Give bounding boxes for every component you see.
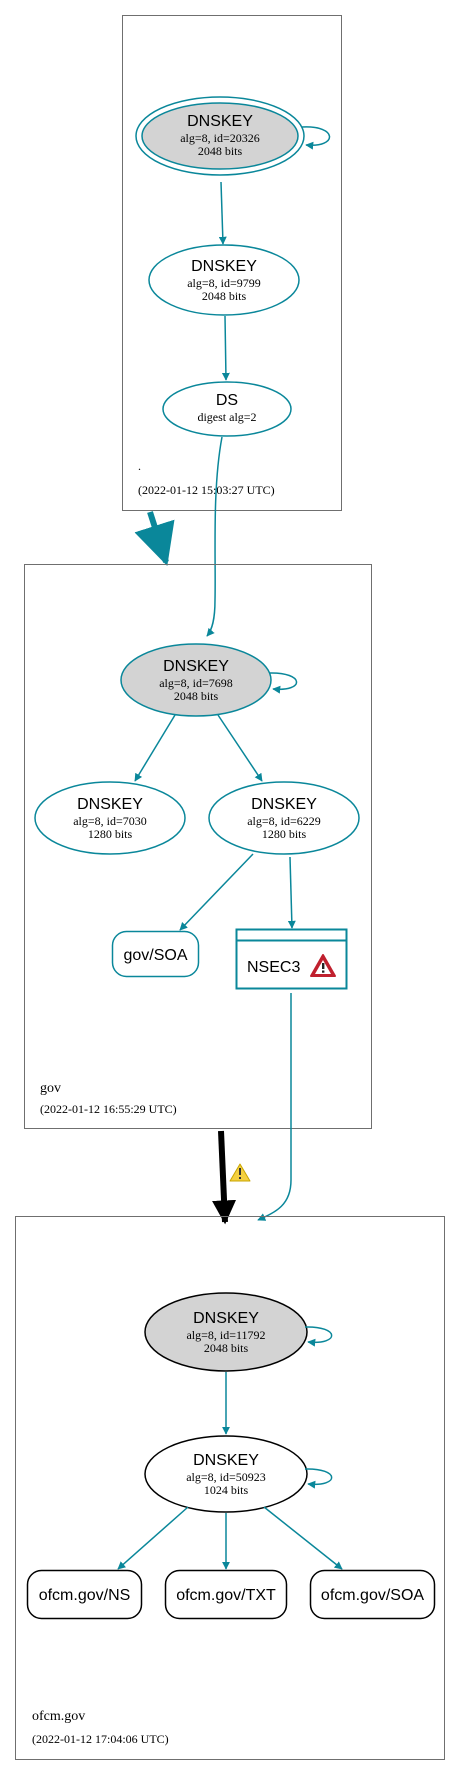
- node-title: NSEC3: [247, 959, 300, 976]
- edge-arrow: [263, 1506, 343, 1570]
- node-detail: 2048 bits: [198, 144, 243, 158]
- node-title: gov/SOA: [123, 947, 187, 964]
- edge-arrow: [134, 714, 176, 782]
- node-detail: 2048 bits: [204, 1341, 249, 1355]
- dnskey-node-6229[interactable]: DNSKEY alg=8, id=6229 1280 bits: [208, 781, 360, 855]
- ds-node[interactable]: DS digest alg=2: [162, 381, 292, 437]
- node-detail: alg=8, id=9799: [187, 276, 261, 290]
- edge-arrow: [218, 181, 227, 245]
- node-detail: 1024 bits: [204, 1483, 249, 1497]
- zone-gov-timestamp: (2022-01-12 16:55:29 UTC): [40, 1102, 177, 1116]
- delegation-arrow: [134, 511, 175, 567]
- self-sign-arrow: [301, 126, 331, 150]
- zone-ofcm-gov-name: ofcm.gov: [32, 1709, 85, 1724]
- node-title: DNSKEY: [187, 113, 253, 130]
- node-detail: 2048 bits: [174, 689, 219, 703]
- node-detail: digest alg=2: [197, 410, 256, 424]
- edge-arrow: [257, 993, 292, 1221]
- nsec3-node[interactable]: NSEC3: [235, 928, 348, 990]
- node-title: DNSKEY: [77, 796, 143, 813]
- warning-triangle-yellow-icon: [229, 1163, 251, 1182]
- node-detail: alg=8, id=7030: [73, 814, 147, 828]
- edge-arrow: [179, 853, 254, 931]
- node-title: DNSKEY: [193, 1452, 259, 1469]
- node-title: DNSKEY: [191, 258, 257, 275]
- zone-ofcm-gov: ofcm.gov (2022-01-12 17:04:06 UTC): [15, 1216, 445, 1760]
- node-detail: 2048 bits: [202, 289, 247, 303]
- node-detail: alg=8, id=50923: [186, 1470, 266, 1484]
- zone-gov: gov (2022-01-12 16:55:29 UTC): [24, 564, 372, 1129]
- zone-root-name: .: [138, 459, 141, 473]
- edge-arrow: [221, 315, 230, 381]
- node-detail: 1280 bits: [262, 827, 307, 841]
- node-title: ofcm.gov/NS: [39, 1587, 131, 1604]
- delegation-arrow: [212, 1130, 237, 1225]
- zone-ofcm-gov-timestamp: (2022-01-12 17:04:06 UTC): [32, 1732, 169, 1746]
- rrset-node-ofcm-txt[interactable]: ofcm.gov/TXT: [164, 1569, 288, 1620]
- rrset-node-ofcm-ns[interactable]: ofcm.gov/NS: [26, 1569, 143, 1620]
- dnskey-node-50923[interactable]: DNSKEY alg=8, id=50923 1024 bits: [144, 1435, 308, 1513]
- edge-arrow: [217, 714, 263, 782]
- rrset-node-ofcm-soa[interactable]: ofcm.gov/SOA: [309, 1569, 436, 1620]
- self-sign-arrow: [268, 672, 298, 694]
- node-detail: alg=8, id=7698: [159, 676, 233, 690]
- node-detail: 1280 bits: [88, 827, 133, 841]
- edge-arrow: [117, 1506, 189, 1570]
- dnskey-node-20326[interactable]: DNSKEY alg=8, id=20326 2048 bits: [135, 96, 305, 176]
- zone-gov-name: gov: [40, 1081, 61, 1096]
- node-title: DNSKEY: [193, 1310, 259, 1327]
- self-sign-arrow: [304, 1326, 333, 1347]
- edge-arrow: [287, 856, 296, 929]
- dnskey-node-11792[interactable]: DNSKEY alg=8, id=11792 2048 bits: [144, 1292, 308, 1372]
- zone-root-timestamp: (2022-01-12 15:03:27 UTC): [138, 483, 275, 497]
- rrset-node-gov-soa[interactable]: gov/SOA: [111, 930, 200, 978]
- node-detail: alg=8, id=6229: [247, 814, 321, 828]
- node-detail: alg=8, id=20326: [180, 131, 260, 145]
- node-title: ofcm.gov/TXT: [176, 1587, 276, 1604]
- node-detail: alg=8, id=11792: [186, 1328, 265, 1342]
- node-title: DNSKEY: [251, 796, 317, 813]
- node-title: DNSKEY: [163, 658, 229, 675]
- dnskey-node-9799[interactable]: DNSKEY alg=8, id=9799 2048 bits: [148, 244, 300, 316]
- edge-arrow: [206, 436, 223, 637]
- zone-root: . (2022-01-12 15:03:27 UTC): [122, 15, 342, 511]
- node-title: ofcm.gov/SOA: [321, 1587, 424, 1604]
- dnskey-node-7698[interactable]: DNSKEY alg=8, id=7698 2048 bits: [120, 643, 272, 717]
- dnskey-node-7030[interactable]: DNSKEY alg=8, id=7030 1280 bits: [34, 781, 186, 855]
- warning-triangle-red-icon: [310, 954, 336, 977]
- self-sign-arrow: [304, 1468, 333, 1489]
- node-title: DS: [216, 392, 238, 409]
